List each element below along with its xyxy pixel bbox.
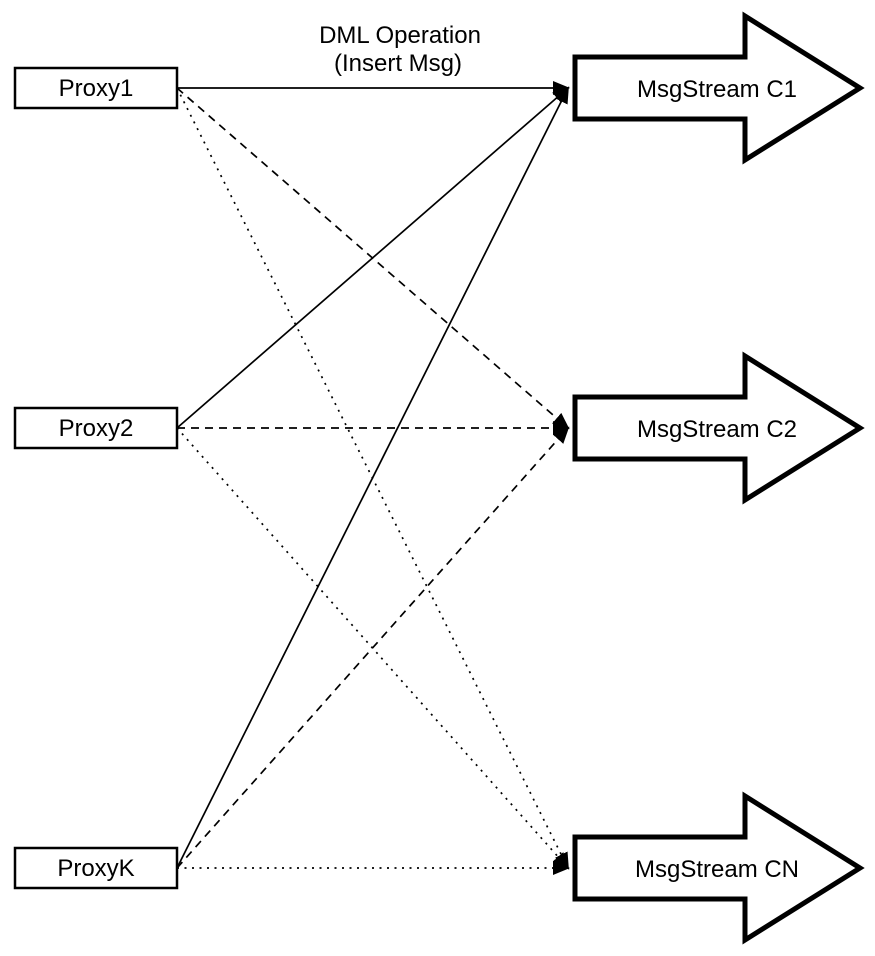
proxyk-box <box>13 846 179 890</box>
msgstream-c2-arrow-shape <box>572 351 865 505</box>
msgstream-c2-label: MsgStream C2 <box>637 416 797 443</box>
msgstream-cn-label: MsgStream CN <box>635 856 799 883</box>
edge-proxy2-c1-solid <box>176 86 570 429</box>
proxy1-label: Proxy1 <box>59 75 134 102</box>
proxyk-label: ProxyK <box>57 855 134 882</box>
dml-operation-label: DML Operation (Insert Msg) <box>319 22 481 77</box>
edges-layer <box>176 81 570 875</box>
proxy2-box <box>13 406 179 450</box>
node-proxy1: Proxy1 <box>13 66 179 110</box>
node-proxyk: ProxyK <box>13 846 179 890</box>
proxy2-label: Proxy2 <box>59 415 134 442</box>
msgstream-c1-label: MsgStream C1 <box>637 76 797 103</box>
msgstream-c1-arrow-shape <box>572 11 865 165</box>
node-msgstream-c1: MsgStream C1 <box>572 11 865 165</box>
node-msgstream-c2: MsgStream C2 <box>572 351 865 505</box>
proxy1-box <box>13 66 179 110</box>
dml-operation-label-line1: DML Operation <box>319 22 481 49</box>
node-msgstream-cn: MsgStream CN <box>572 791 865 945</box>
dml-operation-label-line2: (Insert Msg) <box>334 50 462 77</box>
edge-proxyk-c1-solid <box>176 86 569 869</box>
msgstream-cn-arrow-shape <box>572 791 865 945</box>
node-proxy2: Proxy2 <box>13 406 179 450</box>
edge-proxyk-c2-dashed <box>176 426 570 869</box>
